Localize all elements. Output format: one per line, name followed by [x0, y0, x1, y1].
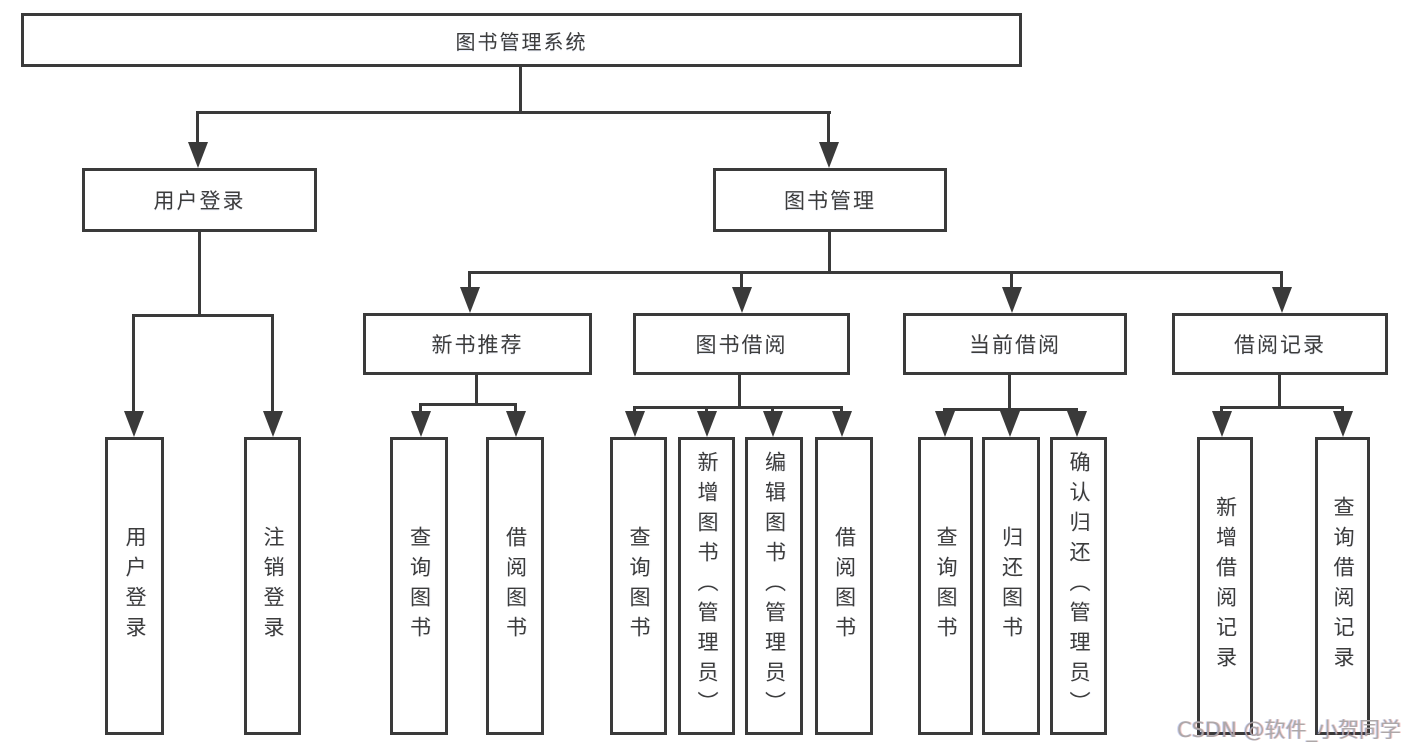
connector-line: [196, 111, 831, 114]
arrowhead-down-icon: [124, 411, 144, 437]
node-label: 新书推荐: [431, 333, 524, 357]
node-label: 新增图书（管理员）: [695, 451, 719, 721]
arrowhead-down-icon: [832, 411, 852, 437]
node-label: 借阅图书: [503, 526, 528, 646]
node-current-borrow: 当前借阅: [903, 313, 1127, 375]
connector-line: [738, 375, 741, 409]
connector-line: [198, 232, 201, 317]
connector-line: [271, 314, 274, 414]
node-book-borrow: 图书借阅: [633, 313, 850, 375]
node-label: 当前借阅: [969, 333, 1061, 357]
connector-line: [633, 406, 843, 409]
arrowhead-down-icon: [1212, 411, 1232, 437]
connector-line: [1010, 271, 1013, 293]
connector-line: [827, 111, 830, 145]
leaf-newbook-borrow-books: 借阅图书: [486, 437, 544, 735]
connector-line: [468, 271, 471, 293]
node-label: 用户登录: [153, 189, 246, 213]
node-label: 新增借阅记录: [1213, 496, 1238, 676]
arrowhead-down-icon: [819, 142, 839, 168]
csdn-watermark: CSDN @软件_小贺同学: [1176, 718, 1401, 742]
arrowhead-down-icon: [460, 287, 480, 313]
connector-line: [1008, 375, 1011, 411]
leaf-borrow-borrow-books: 借阅图书: [815, 437, 873, 735]
arrowhead-down-icon: [1272, 287, 1292, 313]
connector-line: [943, 408, 1078, 411]
node-label: 图书管理: [784, 189, 876, 213]
arrowhead-down-icon: [263, 411, 283, 437]
arrowhead-down-icon: [625, 411, 645, 437]
leaf-record-query-borrow-record: 查询借阅记录: [1315, 437, 1370, 735]
node-label: 归还图书: [999, 526, 1024, 646]
arrowhead-down-icon: [697, 411, 717, 437]
node-label: 编辑图书（管理员）: [762, 451, 787, 721]
leaf-current-query-books: 查询图书: [918, 437, 973, 735]
connector-line: [519, 67, 522, 114]
connector-line: [514, 403, 517, 417]
node-label: 确认归还（管理员）: [1067, 451, 1091, 721]
node-label: 查询借阅记录: [1331, 496, 1355, 676]
node-label: 借阅记录: [1234, 333, 1326, 357]
leaf-logout: 注销登录: [244, 437, 301, 735]
node-label: 注销登录: [261, 526, 285, 646]
node-library-management-system: 图书管理系统: [21, 13, 1022, 67]
arrowhead-down-icon: [1000, 411, 1020, 437]
connector-line: [419, 403, 517, 406]
leaf-current-return-books: 归还图书: [982, 437, 1040, 735]
node-new-book-recommend: 新书推荐: [363, 313, 592, 375]
node-label: 图书借阅: [695, 333, 788, 357]
arrowhead-down-icon: [411, 411, 431, 437]
node-label: 借阅图书: [832, 526, 857, 646]
arrowhead-down-icon: [732, 287, 752, 313]
connector-line: [132, 314, 274, 317]
connector-line: [1278, 375, 1281, 409]
node-label: 用户登录: [123, 526, 147, 646]
arrowhead-down-icon: [935, 411, 955, 437]
node-user-login: 用户登录: [82, 168, 317, 232]
leaf-user-login: 用户登录: [105, 437, 164, 735]
connector-line: [1220, 406, 1344, 409]
connector-line: [1280, 271, 1283, 293]
connector-line: [475, 375, 478, 406]
node-label: 图书管理系统: [455, 29, 588, 54]
connector-line: [828, 232, 831, 274]
leaf-current-confirm-return-admin: 确认归还（管理员）: [1050, 437, 1107, 735]
arrowhead-down-icon: [506, 411, 526, 437]
leaf-newbook-query-books: 查询图书: [390, 437, 448, 735]
node-label: 查询图书: [407, 526, 432, 646]
connector-line: [419, 403, 422, 417]
node-label: 查询图书: [934, 526, 958, 646]
arrowhead-down-icon: [188, 142, 208, 168]
arrowhead-down-icon: [763, 411, 783, 437]
leaf-borrow-add-books-admin: 新增图书（管理员）: [678, 437, 735, 735]
leaf-borrow-query-books: 查询图书: [610, 437, 667, 735]
connector-line: [740, 271, 743, 293]
arrowhead-down-icon: [1067, 411, 1087, 437]
node-label: 查询图书: [627, 526, 651, 646]
connector-line: [196, 111, 199, 145]
leaf-record-add-borrow-record: 新增借阅记录: [1197, 437, 1253, 735]
leaf-borrow-edit-books-admin: 编辑图书（管理员）: [745, 437, 803, 735]
arrowhead-down-icon: [1333, 411, 1353, 437]
node-book-management: 图书管理: [713, 168, 947, 232]
connector-line: [132, 314, 135, 414]
connector-line: [468, 271, 1283, 274]
node-borrow-record: 借阅记录: [1172, 313, 1388, 375]
arrowhead-down-icon: [1002, 287, 1022, 313]
